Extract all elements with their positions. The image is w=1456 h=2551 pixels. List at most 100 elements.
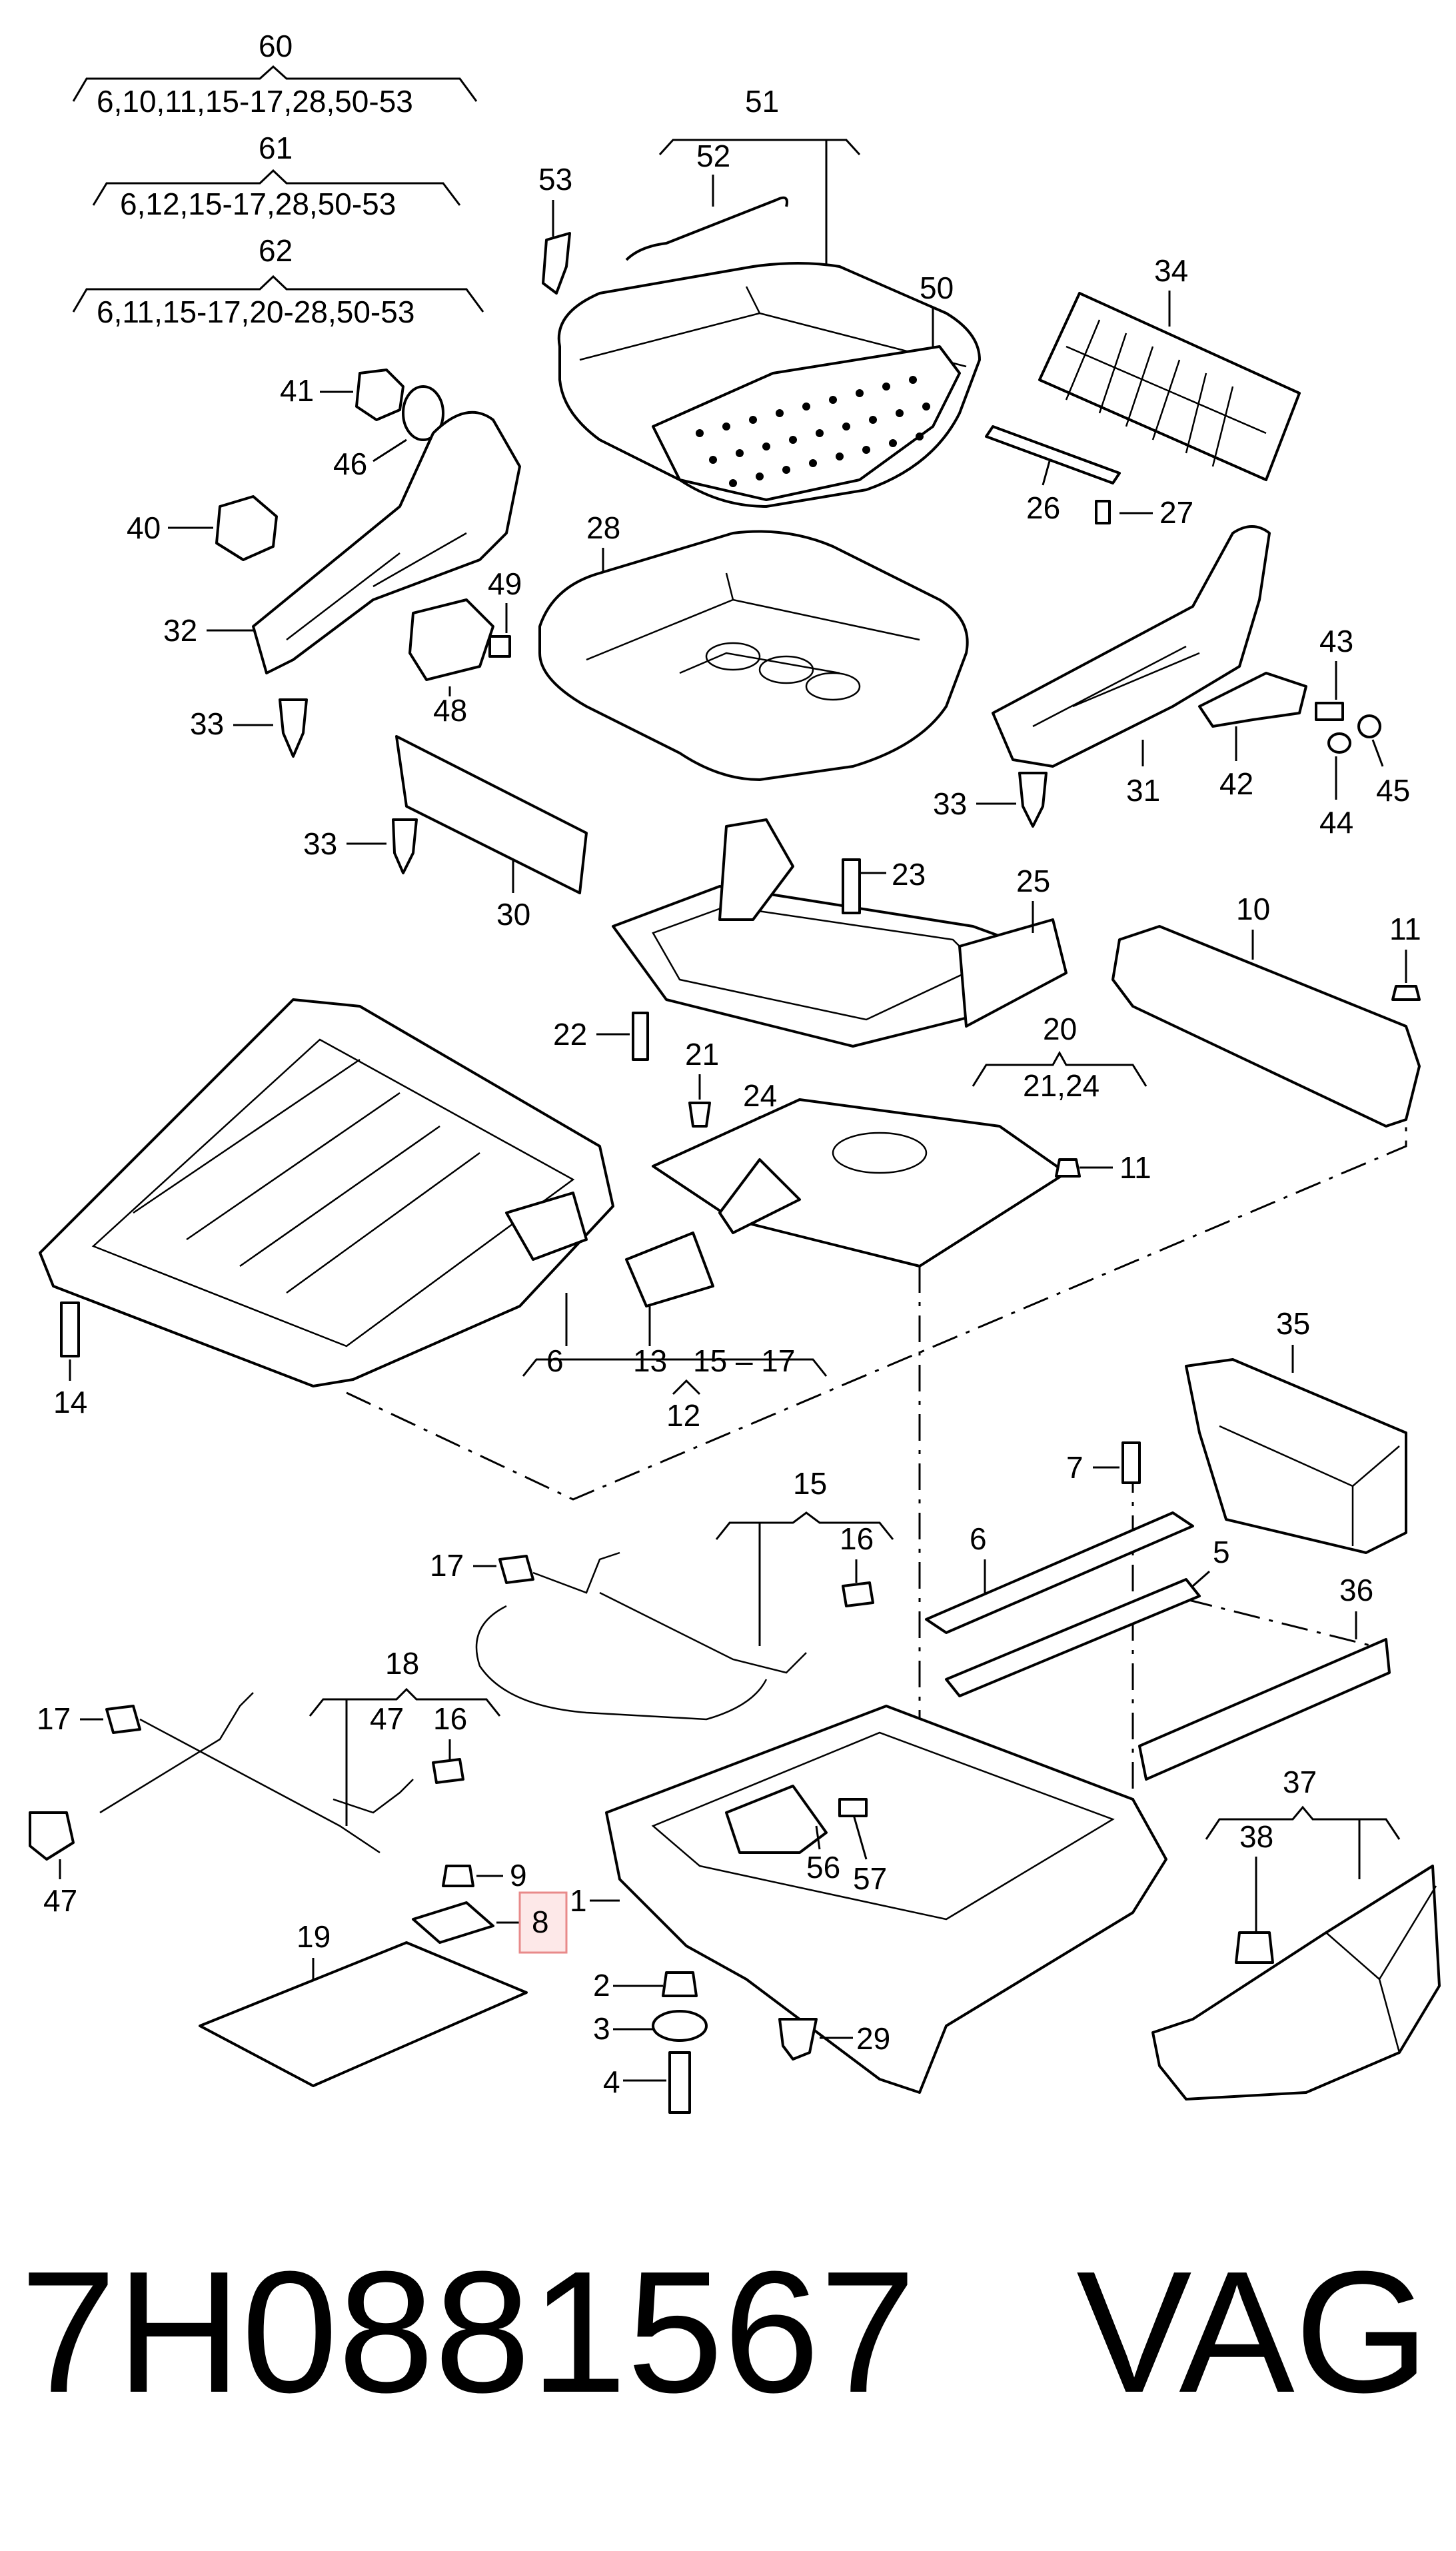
motor-48: [408, 598, 494, 681]
callout-13: 13: [633, 1343, 667, 1378]
callout-49: 49: [488, 566, 522, 601]
callout-22: 22: [553, 1017, 587, 1052]
seat-base-1: [605, 1705, 1167, 2094]
bolt-7: [1121, 1441, 1141, 1484]
callout-57: 57: [853, 1861, 887, 1896]
clip-33-b: [392, 818, 418, 874]
callout-34: 34: [1154, 253, 1188, 288]
callout-15-17: 15 – 17: [693, 1343, 795, 1378]
callout-60: 60: [259, 29, 293, 63]
strip-36: [1138, 1638, 1391, 1781]
knob-41: [355, 369, 404, 421]
callout-60-sub: 6,10,11,15-17,28,50-53: [97, 84, 413, 119]
rail-5: [945, 1578, 1201, 1697]
group-callout-51: 51: [658, 84, 861, 283]
wiring-loom-18: [29, 1692, 414, 1861]
callout-3: 3: [593, 2011, 610, 2046]
highlight-box-8: [518, 1891, 568, 1954]
callout-16-a: 16: [840, 1521, 874, 1556]
callout-5: 5: [1213, 1535, 1230, 1569]
callout-50: 50: [920, 271, 954, 305]
callout-17-b: 17: [37, 1701, 71, 1736]
panel-30: [395, 735, 588, 894]
callout-40: 40: [127, 510, 161, 545]
bolt-22: [632, 1012, 649, 1061]
clip-33-a: [279, 698, 308, 758]
callout-12: 12: [666, 1398, 700, 1433]
plate-19: [199, 1941, 528, 2087]
callout-7: 7: [1066, 1450, 1084, 1485]
heating-mat-34: [1038, 292, 1301, 481]
callout-30: 30: [496, 897, 530, 932]
callout-56: 56: [806, 1850, 840, 1885]
callout-62: 62: [259, 233, 293, 268]
callout-17-a: 17: [430, 1548, 464, 1583]
clip-53: [542, 232, 571, 295]
callout-61: 61: [259, 131, 293, 165]
callout-27: 27: [1159, 495, 1193, 530]
callout-1: 1: [570, 1883, 587, 1918]
callout-43: 43: [1319, 624, 1353, 658]
group-callout-60: 60 6,10,11,15-17,28,50-53: [72, 29, 478, 119]
callout-6-b: 6: [970, 1521, 987, 1556]
callout-24: 24: [743, 1078, 777, 1113]
callout-8: 8: [532, 1905, 549, 1939]
callout-21: 21: [685, 1037, 719, 1072]
callout-25: 25: [1016, 864, 1050, 898]
callout-38: 38: [1239, 1819, 1273, 1854]
rail-6: [925, 1511, 1194, 1634]
callout-33-a: 33: [190, 706, 224, 741]
callout-36: 36: [1339, 1573, 1373, 1607]
cover-37: [1151, 1865, 1441, 2101]
callout-37: 37: [1283, 1765, 1317, 1799]
callout-33-b: 33: [303, 826, 337, 861]
group-callout-61: 61 6,12,15-17,28,50-53: [92, 131, 461, 221]
callout-16-b: 16: [433, 1701, 467, 1736]
callout-31: 31: [1126, 773, 1160, 808]
bushing-3: [652, 2010, 708, 2042]
callout-14: 14: [53, 1385, 87, 1419]
callout-44: 44: [1319, 805, 1353, 840]
seat-frame-12: [39, 998, 714, 1387]
wire-52: [625, 196, 788, 261]
group-callout-62: 62 6,11,15-17,20-28,50-53: [72, 233, 484, 329]
callout-19: 19: [297, 1919, 331, 1954]
seat-pan-frame: [612, 818, 1068, 1048]
trim-10: [1111, 925, 1421, 1128]
seat-foam-28: [538, 530, 969, 781]
connector-16-a: [842, 1581, 874, 1607]
clip-21: [688, 1102, 711, 1128]
callout-47-a: 47: [370, 1701, 404, 1736]
clip-29: [778, 2018, 818, 2061]
screw-43: [1315, 702, 1344, 721]
bracket-26: [985, 425, 1121, 484]
callout-4: 4: [603, 2065, 620, 2099]
bolt-4: [668, 2051, 691, 2114]
callout-6-a: 6: [546, 1343, 564, 1378]
callout-33-c: 33: [933, 786, 967, 821]
lever-42: [1198, 672, 1307, 728]
brand-name: VAG: [1076, 2236, 1429, 2429]
bolt-57: [838, 1798, 868, 1817]
callout-2: 2: [593, 1968, 610, 2003]
callout-20-sub: 21,24: [1023, 1068, 1099, 1103]
callout-45: 45: [1376, 773, 1410, 808]
part-number: 7H0881567: [20, 2236, 916, 2429]
callout-35: 35: [1276, 1306, 1310, 1341]
callout-20: 20: [1043, 1012, 1077, 1046]
cover-35: [1185, 1358, 1407, 1554]
screw-27: [1095, 500, 1111, 524]
callout-62-sub: 6,11,15-17,20-28,50-53: [97, 295, 414, 329]
connector-16-b: [432, 1758, 464, 1784]
reference-line-a: [346, 1126, 1407, 1501]
callout-15: 15: [793, 1466, 827, 1501]
callout-10: 10: [1236, 892, 1270, 926]
nut-11-b: [1055, 1158, 1081, 1178]
callout-51: 51: [745, 84, 779, 119]
callout-23: 23: [892, 857, 926, 892]
clip-38: [1235, 1931, 1274, 1964]
nut-2: [662, 1971, 698, 1997]
callout-26: 26: [1026, 490, 1060, 525]
bolt-23: [842, 858, 861, 914]
